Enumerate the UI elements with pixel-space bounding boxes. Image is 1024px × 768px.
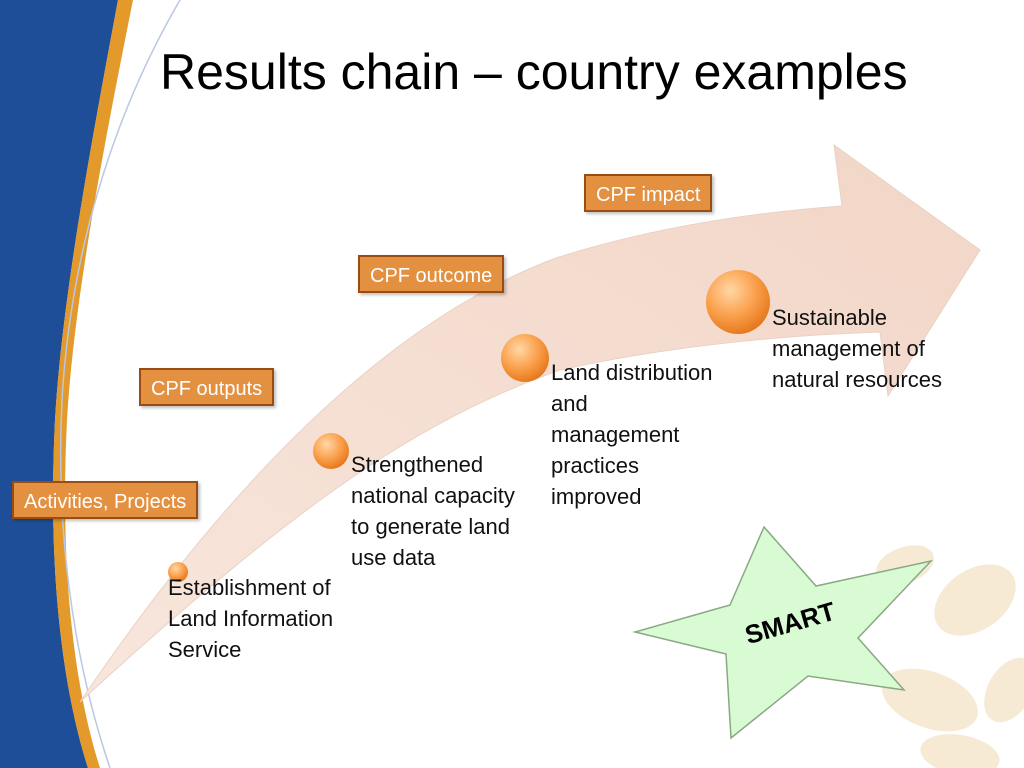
tag-cpf-outputs: CPF outputs [139,368,275,406]
step-text-1: Establishment of Land Information Servic… [168,575,334,662]
step-text-3: Land distribution and management practic… [551,360,713,509]
tag-cpf-impact: CPF impact [584,174,713,212]
chain-node-2 [313,433,349,469]
chain-node-4 [706,270,770,334]
page-title: Results chain – country examples [160,44,908,100]
left-border-decoration [0,0,181,768]
tag-activities-projects: Activities, Projects [12,481,199,519]
chain-node-1 [168,562,188,582]
chain-node-3 [501,334,549,382]
smart-star-shape [632,525,934,740]
leaf-decoration [876,545,1024,768]
step-text-4: Sustainable management of natural resour… [772,305,942,392]
step-text-2: Strengthened national capacity to genera… [351,452,515,570]
tag-cpf-outcome: CPF outcome [358,255,505,293]
